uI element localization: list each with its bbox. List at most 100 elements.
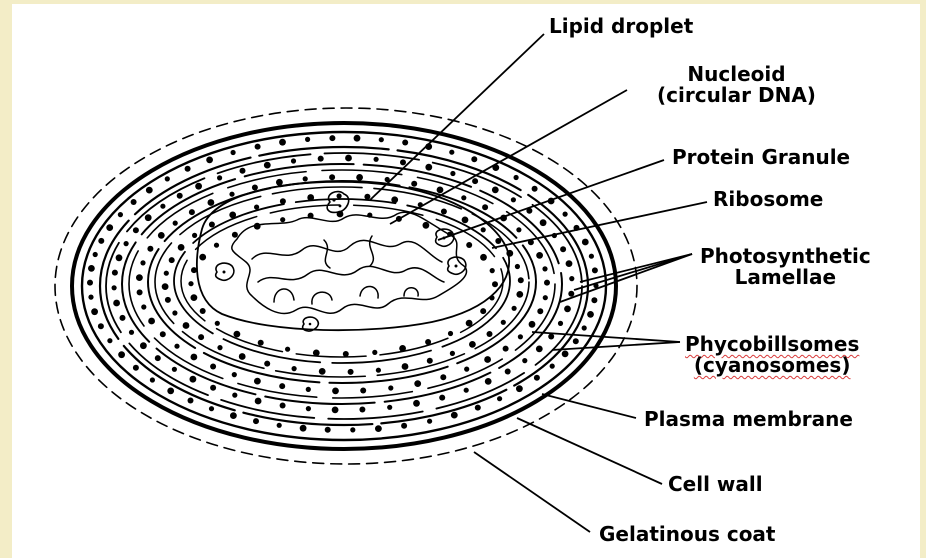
leader-protein-granule: [438, 160, 664, 240]
ribosome-granule: [165, 176, 170, 181]
ribosome-granule: [217, 345, 222, 350]
ribosome-granule: [544, 280, 550, 286]
ribosome-granule: [178, 244, 185, 251]
ribosome-granule: [451, 412, 458, 419]
ribosome-granule: [183, 322, 190, 329]
ribosome-granule: [534, 375, 540, 381]
ribosome-granule: [441, 209, 447, 215]
ribosome-granule: [306, 387, 311, 392]
ribosome-granule: [191, 294, 198, 301]
leader-cell-wall: [517, 418, 662, 484]
label-cell-wall: Cell wall: [668, 474, 763, 495]
ribosome-granule: [522, 358, 527, 363]
ribosome-granule: [564, 306, 571, 313]
ribosome-granule: [185, 166, 191, 172]
ribosome-granule: [208, 199, 215, 206]
ribosome-granule: [319, 368, 326, 375]
ribosome-granule: [169, 257, 175, 263]
ribosome-granule: [160, 204, 165, 209]
ribosome-granule: [512, 306, 517, 311]
ribosome-granule: [562, 351, 569, 358]
ribosome-granule: [120, 315, 126, 321]
ribosome-granule: [516, 291, 523, 298]
ribosome-granule: [449, 150, 454, 155]
ribosome-granule: [87, 280, 93, 286]
ribosome-granule: [191, 267, 197, 273]
ribosome-granule: [490, 268, 495, 273]
ribosome-granule: [582, 325, 587, 330]
ribosome-granule: [589, 254, 594, 259]
label-nucleoid-line1: Nucleoid: [657, 64, 816, 85]
ribosome-granule: [306, 406, 311, 411]
ribosome-granule: [258, 340, 264, 346]
ribosome-granule: [255, 144, 261, 150]
ribosome-granule: [264, 162, 271, 169]
ribosome-granule: [439, 395, 445, 401]
ribosome-granule: [255, 398, 262, 405]
ribosome-granule: [401, 423, 407, 429]
ribosome-granule: [536, 346, 543, 353]
label-phycobilisomes: Phycobillsomes (cyanosomes): [685, 334, 859, 376]
label-plasma-membrane: Plasma membrane: [644, 409, 853, 430]
ribosome-granule: [560, 246, 566, 252]
nucleoid-dna: [232, 212, 467, 313]
ribosome-granule: [558, 321, 563, 326]
ribosome-granule: [280, 198, 286, 204]
ribosome-granule: [472, 178, 478, 184]
ribosome-granule: [481, 227, 486, 232]
ribosome-granule: [91, 308, 98, 315]
ribosome-granule: [374, 157, 379, 162]
label-nucleoid-line2: (circular DNA): [657, 85, 816, 106]
ribosome-granule: [308, 213, 314, 219]
ribosome-granule: [279, 139, 286, 146]
ribosome-granule: [165, 297, 171, 303]
ribosome-granule: [145, 214, 152, 221]
ribosome-granule: [573, 338, 579, 344]
ribosome-granule: [591, 297, 597, 303]
ribosome-granule: [516, 385, 523, 392]
ribosome-granule: [190, 376, 197, 383]
ribosome-granule: [592, 267, 598, 273]
ribosome-granule: [402, 140, 408, 146]
ribosome-granule: [332, 407, 339, 414]
ribosome-granule: [217, 175, 222, 180]
ribosome-granule: [133, 227, 139, 233]
ribosome-granule: [277, 423, 282, 428]
ribosome-granule: [537, 308, 543, 314]
ribosome-granule: [372, 350, 377, 355]
ribosome-granule: [345, 155, 352, 162]
ribosome-granule: [492, 281, 498, 287]
ribosome-granule: [305, 137, 310, 142]
ribosome-granule: [172, 310, 177, 315]
ribosome-granule: [515, 264, 520, 269]
ribosome-granule: [506, 250, 513, 257]
ribosome-granule: [234, 331, 241, 338]
ribosome-granule: [379, 137, 384, 142]
ribosome-granule: [140, 342, 147, 349]
ribosome-granule: [199, 254, 206, 261]
label-lipid-droplet: Lipid droplet: [549, 16, 693, 37]
label-photosynthetic-line2: Lamellae: [700, 267, 871, 288]
ribosome-granule: [464, 388, 469, 393]
ribosome-granule: [88, 295, 93, 300]
ribosome-granule: [254, 223, 261, 230]
ribosome-granule: [532, 186, 538, 192]
ribosome-granule: [475, 405, 481, 411]
ribosome-granule: [480, 308, 486, 314]
label-phycobilisomes-line1: Phycobillsomes: [685, 334, 859, 355]
ribosome-granule: [229, 192, 234, 197]
ribosome-granule: [582, 239, 589, 246]
ribosome-granule: [505, 369, 511, 375]
ribosome-granule: [147, 246, 153, 252]
ribosome-granule: [376, 368, 381, 373]
ribosome-granule: [501, 320, 506, 325]
ribosome-granule: [399, 345, 406, 352]
ribosome-granule: [471, 156, 477, 162]
ribosome-granule: [492, 187, 499, 194]
ribosome-granule: [210, 385, 216, 391]
ribosome-granule: [354, 135, 361, 142]
ribosome-granule: [332, 388, 339, 395]
ribosome-granule: [174, 344, 179, 349]
ribosome-granule: [160, 331, 166, 337]
ribosome-granule: [254, 205, 259, 210]
